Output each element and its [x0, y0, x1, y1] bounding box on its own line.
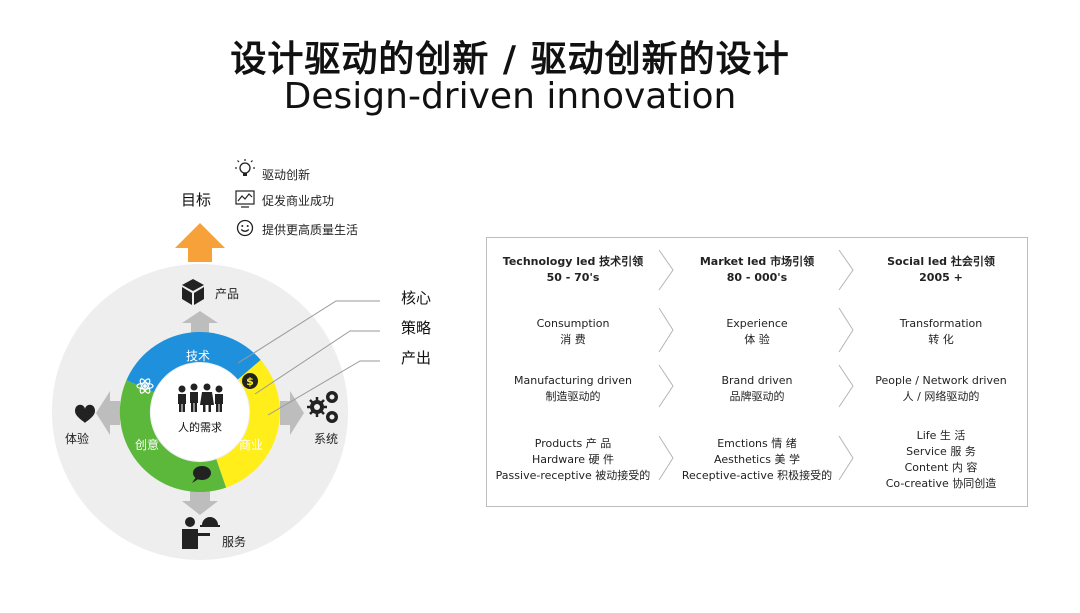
segment-tech-label: 技术	[186, 349, 211, 363]
goal-item-text: 促发商业成功	[262, 194, 335, 208]
up-arrow	[182, 311, 218, 333]
callout-core: 核心	[401, 289, 432, 307]
chevron-right-icon	[838, 307, 854, 353]
callout-line-strategy	[254, 330, 380, 395]
down-arrow	[182, 491, 218, 515]
goal-arrow	[175, 223, 225, 262]
lightbulb-icon	[235, 159, 255, 176]
chevron-right-icon	[838, 364, 854, 408]
callout-line-core	[237, 300, 380, 364]
page-title-cn: 设计驱动的创新 / 驱动创新的设计	[230, 39, 790, 80]
tech-segment	[126, 331, 261, 393]
svg-text:$: $	[246, 375, 254, 388]
chevron-right-icon	[838, 435, 854, 481]
dollar-icon: $	[242, 373, 258, 389]
callout-strategy: 策略	[401, 319, 432, 337]
goal-item-text: 驱动创新	[262, 168, 311, 182]
chat-bubble-icon	[192, 466, 211, 483]
system-label: 系统	[314, 432, 339, 446]
smiley-icon	[236, 219, 254, 237]
goal-label: 目标	[181, 191, 212, 209]
gears-icon	[307, 391, 338, 423]
center-circle	[151, 363, 249, 461]
goal-item-text: 提供更高质量生活	[262, 223, 359, 237]
chevron-separators	[658, 249, 854, 481]
chevron-right-icon	[658, 249, 674, 291]
right-arrow	[280, 391, 304, 435]
people-icon	[178, 383, 223, 412]
service-person-icon	[182, 517, 220, 549]
chevron-right-icon	[658, 364, 674, 408]
center-label: 人的需求	[178, 421, 222, 434]
business-segment	[216, 360, 280, 488]
innovation-wheel-diagram: $	[52, 223, 380, 560]
page-title-en: Design-driven innovation	[283, 76, 737, 117]
experience-label: 体验	[65, 432, 90, 446]
trend-chart-icon	[235, 190, 255, 208]
segment-business-label: 商业	[239, 438, 264, 452]
chevron-right-icon	[658, 307, 674, 353]
chevron-right-icon	[838, 249, 854, 291]
segment-creative-label: 创意	[135, 438, 160, 452]
service-label: 服务	[222, 535, 247, 549]
heart-icon	[75, 404, 95, 423]
box-icon	[182, 279, 204, 305]
creative-segment	[119, 380, 227, 493]
callout-line-output	[267, 360, 380, 416]
product-label: 产品	[215, 287, 240, 301]
atom-icon	[136, 378, 154, 394]
chevron-right-icon	[658, 435, 674, 481]
left-arrow	[96, 391, 120, 435]
callout-output: 产出	[401, 349, 432, 367]
